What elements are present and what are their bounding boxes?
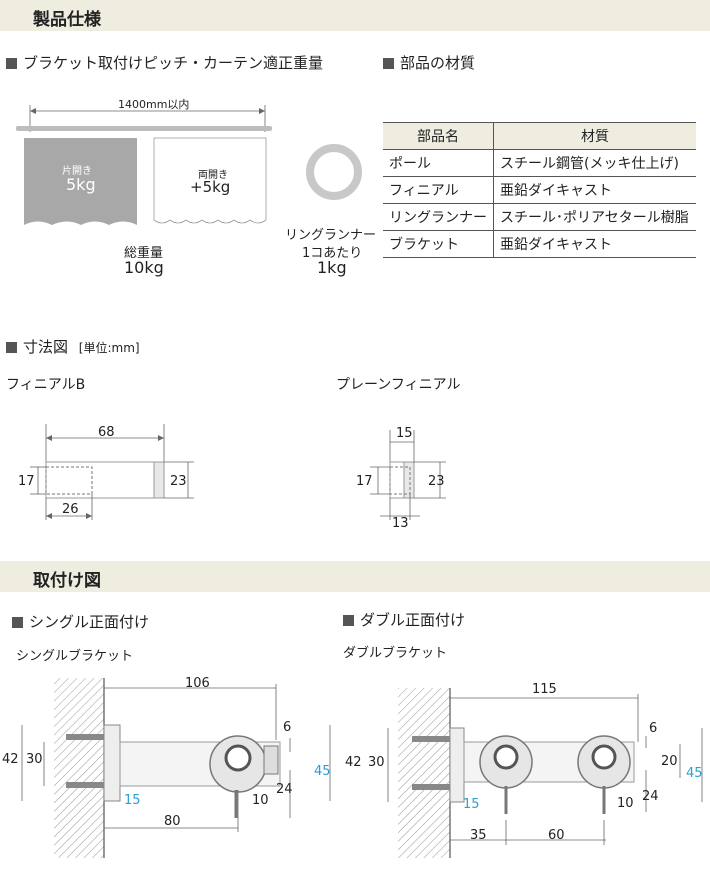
- double-dim-h45: 45: [686, 766, 703, 781]
- double-dim-d24: 24: [642, 789, 659, 804]
- plain-finial-label: プレーンフィニアル: [336, 377, 461, 393]
- ring-runner-sub: 1コあたり: [302, 246, 363, 261]
- weight-heading: ブラケット取付けピッチ・カーテン適正重量: [6, 52, 323, 73]
- total-weight-label: 総重量: [124, 246, 164, 261]
- table-row: ポール スチール鋼管(メッキ仕上げ): [383, 149, 696, 177]
- double-dim-d10: 10: [617, 796, 634, 811]
- single-dim-d24: 24: [276, 782, 293, 797]
- square-bullet-icon: [6, 58, 17, 69]
- plain-finial-inner: [389, 466, 411, 495]
- table-cell: 亜鉛ダイキャスト: [493, 176, 696, 204]
- spec-section-title: 製品仕様: [33, 10, 101, 30]
- single-open-label: 片開き: [62, 166, 92, 177]
- single-dim-d15: 15: [124, 793, 141, 808]
- screw: [66, 782, 104, 788]
- single-dim-d80: 80: [164, 814, 181, 829]
- bracket-base: [449, 727, 465, 803]
- unit-label: [単位:mm]: [78, 341, 140, 355]
- pole-section-inner: [493, 744, 519, 770]
- single-dim-h42: 42: [2, 752, 19, 767]
- single-mount-heading: シングル正面付け: [12, 611, 149, 632]
- double-dim-d60: 60: [548, 828, 565, 843]
- double-open-label: 両開き: [198, 170, 228, 181]
- materials-table: 部品名 材質 ポール スチール鋼管(メッキ仕上げ) フィニアル 亜鉛ダイキャスト…: [383, 122, 696, 258]
- single-open-value: 5kg: [66, 175, 96, 194]
- double-open-value: +5kg: [190, 178, 231, 196]
- double-dim-h42: 42: [345, 755, 362, 770]
- square-bullet-icon: [6, 342, 17, 353]
- finial-b-length: 68: [98, 425, 115, 440]
- table-cell: スチール･ポリアセタール樹脂: [493, 203, 696, 231]
- ring-runner-label: リングランナー: [285, 228, 377, 243]
- mount-section-band: 取付け図: [0, 561, 710, 592]
- pitch-label: 1400mm以内: [118, 98, 190, 111]
- single-bracket-drawing: [21, 678, 331, 858]
- materials-heading: 部品の材質: [383, 52, 475, 73]
- finial-b-drawing: [30, 424, 194, 520]
- column-header: 材質: [493, 122, 696, 150]
- spec-section-band: 製品仕様: [0, 0, 710, 31]
- curtain-pole: [16, 126, 272, 131]
- table-row: ブラケット 亜鉛ダイキャスト: [383, 230, 696, 258]
- double-open-curtain: [153, 137, 267, 224]
- finial-b-label: フィニアルB: [6, 377, 86, 393]
- screw: [412, 784, 450, 790]
- single-dim-d6: 6: [283, 720, 292, 735]
- plain-finial-height: 23: [428, 474, 445, 489]
- single-dim-total: 106: [185, 676, 210, 691]
- plain-finial-drawing: [370, 430, 446, 520]
- bracket-base: [103, 724, 121, 802]
- double-dim-total: 115: [532, 682, 557, 697]
- dimensions-heading: 寸法図 [単位:mm]: [6, 336, 140, 357]
- mount-section-title: 取付け図: [33, 571, 101, 591]
- table-cell: ポール: [383, 149, 494, 177]
- screw: [66, 734, 104, 740]
- screw: [412, 736, 450, 742]
- table-cell: フィニアル: [383, 176, 494, 204]
- single-dim-d10: 10: [252, 793, 269, 808]
- square-bullet-icon: [12, 617, 23, 628]
- single-bracket-label: シングルブラケット: [16, 649, 134, 664]
- table-cell: リングランナー: [383, 203, 494, 231]
- wall: [54, 678, 104, 858]
- single-dim-h30: 30: [26, 752, 43, 767]
- weight-illustration: [16, 105, 362, 225]
- finial-b-inner-height: 17: [18, 474, 35, 489]
- double-dim-d35: 35: [470, 828, 487, 843]
- table-header-row: 部品名 材質: [383, 122, 696, 150]
- table-row: リングランナー スチール･ポリアセタール樹脂: [383, 203, 696, 231]
- plain-finial-inner-length: 13: [392, 516, 409, 531]
- table-cell: 亜鉛ダイキャスト: [493, 230, 696, 258]
- finial-b-height: 23: [170, 474, 187, 489]
- pole-section-outer: [591, 744, 617, 770]
- table-row: フィニアル 亜鉛ダイキャスト: [383, 176, 696, 204]
- finial-b-inner: [45, 466, 93, 495]
- double-bracket-label: ダブルブラケット: [343, 646, 448, 661]
- square-bullet-icon: [383, 58, 394, 69]
- table-cell: ブラケット: [383, 230, 494, 258]
- double-dim-d15: 15: [463, 797, 480, 812]
- double-mount-heading: ダブル正面付け: [343, 609, 465, 630]
- finial-b-inner-length: 26: [62, 502, 79, 517]
- double-bracket-drawing: [387, 688, 703, 858]
- single-open-curtain: [24, 138, 137, 225]
- plain-finial-inner-height: 17: [356, 474, 373, 489]
- table-cell: スチール鋼管(メッキ仕上げ): [493, 149, 696, 177]
- plain-finial-length: 15: [396, 426, 413, 441]
- double-dim-h20: 20: [661, 754, 678, 769]
- square-bullet-icon: [343, 615, 354, 626]
- total-weight-value: 10kg: [124, 258, 164, 277]
- wall: [398, 688, 450, 858]
- pole-section: [224, 744, 252, 772]
- column-header: 部品名: [383, 122, 494, 150]
- ring-runner-icon: [306, 144, 362, 200]
- double-dim-h30: 30: [368, 755, 385, 770]
- single-dim-h45: 45: [314, 764, 331, 779]
- double-dim-d6: 6: [649, 721, 658, 736]
- ring-runner-value: 1kg: [317, 258, 347, 277]
